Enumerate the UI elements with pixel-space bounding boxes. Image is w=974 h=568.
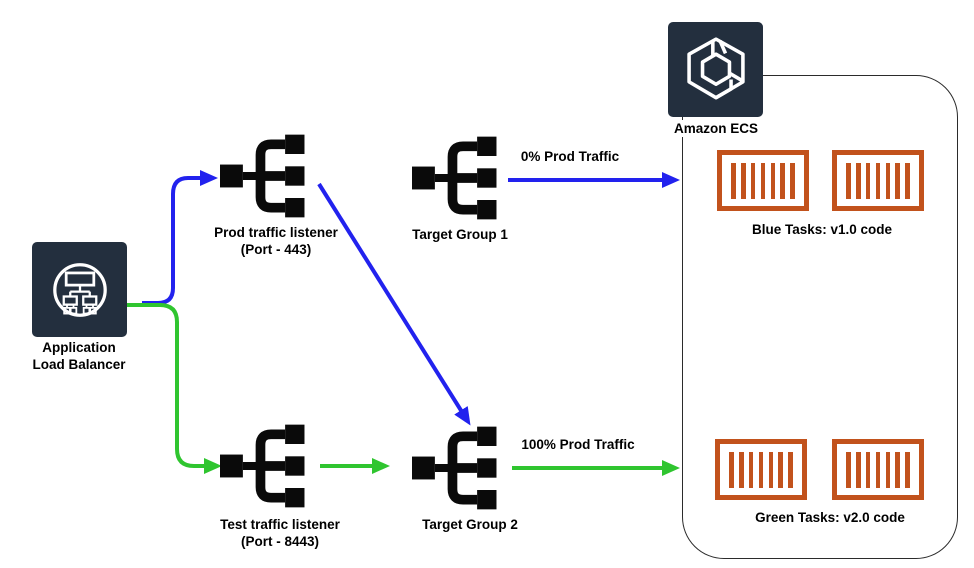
prod-listener-label-line2: (Port - 443) — [240, 242, 312, 257]
ecs-label: Amazon ECS — [668, 120, 764, 137]
container-task-icon — [832, 150, 924, 211]
load-balancer-icon — [52, 262, 107, 317]
edge-alb-to-test-listener-arrow — [127, 303, 222, 474]
ecs-cluster-boundary — [682, 75, 958, 559]
edge-alb-to-prod-listener-arrow — [142, 170, 218, 305]
prod-listener-label-line1: Prod traffic listener — [214, 225, 338, 240]
container-task-icon — [715, 439, 807, 500]
container-task-icon — [832, 439, 924, 500]
green-tasks-label: Green Tasks: v2.0 code — [755, 510, 905, 525]
target-group-2-label: Target Group 2 — [422, 517, 518, 532]
amazon-ecs-icon — [686, 36, 745, 99]
alb-label-line2: Load Balancer — [32, 357, 126, 372]
test-listener-label-line2: (Port - 8443) — [240, 534, 320, 549]
test-listener-node — [220, 422, 308, 515]
ecs-node — [668, 22, 763, 117]
prod-traffic-percentage-label: 0% Prod Traffic — [520, 149, 620, 164]
container-task-icon — [717, 150, 809, 211]
test-listener-label: Test traffic listener (Port - 8443) — [220, 516, 340, 550]
target-group-1-node — [412, 134, 500, 227]
listener-tree-icon — [220, 134, 305, 218]
alb-node — [32, 242, 127, 337]
prod-listener-label: Prod traffic listener (Port - 443) — [214, 224, 338, 258]
target-group-1-label: Target Group 1 — [412, 227, 508, 242]
alb-label-line1: Application — [42, 340, 116, 355]
blue-tasks-label: Blue Tasks: v1.0 code — [751, 222, 893, 237]
alb-label: Application Load Balancer — [32, 339, 125, 373]
listener-tree-icon — [220, 424, 305, 508]
test-listener-label-line1: Test traffic listener — [220, 517, 340, 532]
test-traffic-percentage-label: 100% Prod Traffic — [521, 437, 635, 452]
prod-listener-node — [220, 132, 308, 225]
target-group-tree-icon — [412, 136, 497, 220]
target-group-tree-icon — [412, 426, 497, 510]
target-group-2-node — [412, 424, 500, 517]
